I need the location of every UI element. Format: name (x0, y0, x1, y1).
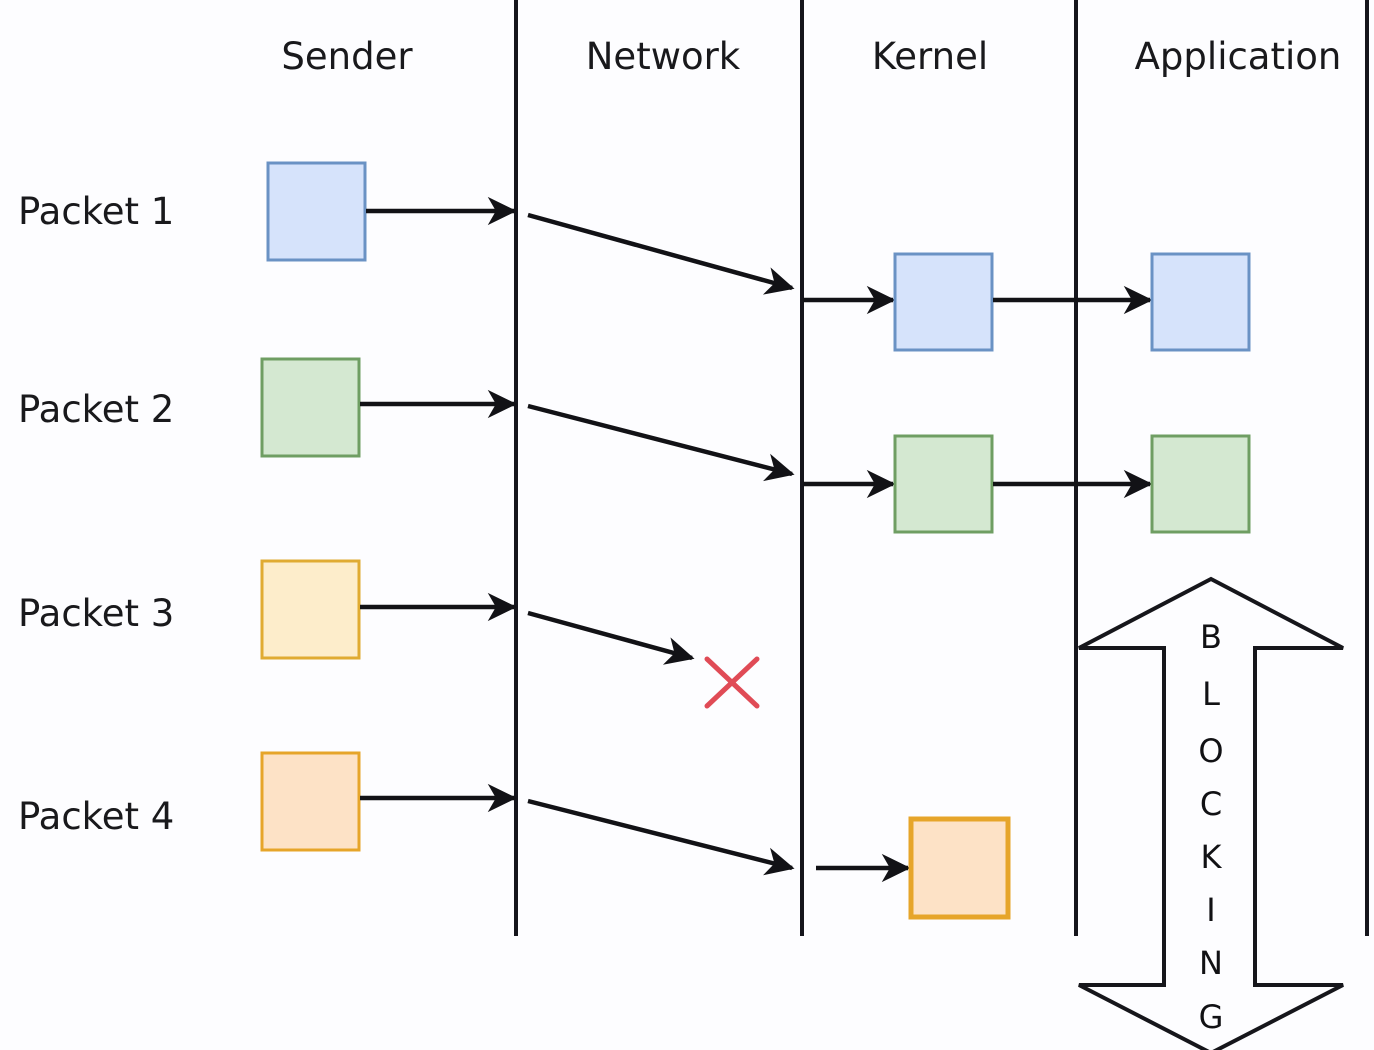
row-labels: Packet 1 Packet 2 Packet 3 Packet 4 (18, 190, 174, 838)
row-label-packet-3: Packet 3 (18, 592, 174, 635)
arrow-network-packet-3-dropped (527, 610, 695, 665)
blocking-letter-n: N (1199, 944, 1223, 982)
arrow-network-packet-2-transit (527, 403, 795, 482)
blocking-letter-c: C (1200, 785, 1222, 823)
blocking-letter-g: G (1199, 998, 1224, 1036)
row-label-packet-1: Packet 1 (18, 190, 174, 233)
column-header-sender: Sender (281, 35, 413, 78)
kernel-to-application-arrows (993, 285, 1153, 499)
x-mark-icon (704, 656, 760, 709)
arrow-network-packet-4-transit (527, 798, 795, 876)
sender-packet-3-box (260, 559, 361, 660)
column-headers: Sender Network Kernel Application (281, 35, 1341, 78)
application-column-boxes (1150, 252, 1251, 534)
network-transit-arrows (527, 212, 795, 876)
sender-packet-2-box (260, 357, 361, 458)
network-to-kernel-arrows (803, 285, 911, 883)
kernel-packet-4-box (908, 816, 1011, 920)
blocking-letter-l: L (1202, 675, 1220, 713)
kernel-column-boxes (893, 252, 1011, 920)
row-label-packet-4: Packet 4 (18, 795, 174, 838)
arrow-network-packet-1-transit (527, 212, 795, 295)
column-header-application: Application (1135, 35, 1342, 78)
blocking-letter-o: O (1198, 732, 1223, 770)
blocking-letter-i: I (1206, 891, 1215, 929)
sender-column-boxes (260, 161, 367, 852)
column-header-network: Network (586, 35, 741, 78)
sender-packet-1-box (266, 161, 367, 262)
row-label-packet-2: Packet 2 (18, 388, 174, 431)
application-packet-2-box (1150, 434, 1251, 534)
lane-dividers (514, 0, 1369, 936)
blocking-letter-k: K (1201, 838, 1223, 876)
blocking-arrow: B L O C K I N G (1078, 576, 1344, 1050)
column-header-kernel: Kernel (872, 35, 988, 78)
sender-packet-4-box (260, 751, 361, 852)
application-packet-1-box (1150, 252, 1251, 352)
kernel-packet-2-box (893, 434, 994, 534)
sender-to-network-arrows (360, 196, 517, 813)
blocking-letter-b: B (1200, 618, 1222, 656)
kernel-packet-1-box (893, 252, 994, 352)
